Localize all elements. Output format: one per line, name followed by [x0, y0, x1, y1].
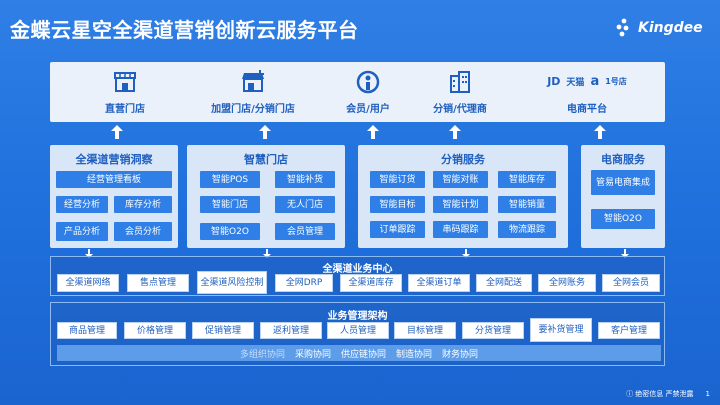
collaboration-bar: 多组织协同 采购协同 供应链协同 制造协同 财务协同 [57, 345, 661, 361]
chip-target-management[interactable]: 目标管理 [394, 322, 456, 339]
chip-smart-replenish[interactable]: 智能补货 [275, 171, 335, 188]
channel-label: 会员/用户 [346, 103, 390, 115]
chip-ecom-smart-o2o[interactable]: 智能O2O [591, 209, 655, 229]
member-icon [356, 70, 380, 93]
collab-multi-org: 多组织协同 [239, 349, 285, 360]
chip-member-management[interactable]: 会员管理 [275, 223, 335, 240]
chip-outlet-management[interactable]: 售点管理 [127, 274, 189, 292]
up-arrow-icon [449, 125, 461, 139]
chip-dashboard[interactable]: 经营管理看板 [56, 171, 172, 188]
channel-bar: 直营门店 加盟门店/分销门店 会员/用户 分销/代理商 [50, 62, 665, 122]
chip-smart-reconcile[interactable]: 智能对账 [433, 171, 488, 188]
channel-ecommerce: JD 天猫 a 1号店 电商平台 [532, 62, 642, 122]
chip-network-delivery[interactable]: 全网配送 [476, 274, 532, 292]
chip-omni-network[interactable]: 全渠道网络 [57, 274, 119, 292]
chip-product-management[interactable]: 商品管理 [57, 322, 117, 339]
module-smart-store: 智慧门店 智能POS 智能补货 智能门店 无人门店 智能O2O 会员管理 [187, 145, 345, 248]
module-insight: 全渠道营销洞察 经营管理看板 经营分析 库存分析 产品分析 会员分析 [50, 145, 178, 248]
logo-text: Kingdee [638, 20, 703, 36]
chip-rebate-management[interactable]: 返利管理 [260, 322, 322, 339]
channel-label: 分销/代理商 [433, 103, 487, 115]
down-arrow-icon [621, 249, 629, 258]
up-arrow-icon [111, 125, 123, 139]
channel-member: 会员/用户 [313, 62, 423, 122]
confidential-notice: ⓘ 绝密信息 严禁泄露 [626, 390, 694, 398]
chip-omni-inventory[interactable]: 全渠道库存 [340, 274, 402, 292]
chip-price-management[interactable]: 价格管理 [124, 322, 186, 339]
chip-smart-sales[interactable]: 智能销量 [498, 196, 556, 213]
chip-network-member[interactable]: 全网会员 [602, 274, 660, 292]
channel-direct-store: 直营门店 [70, 62, 180, 122]
page-number: 1 [705, 390, 710, 398]
chip-serial-tracking[interactable]: 串码跟踪 [433, 221, 488, 238]
chip-guanyi-integration[interactable]: 管易电商集成 [591, 170, 655, 195]
chip-staff-management[interactable]: 人员管理 [327, 322, 389, 339]
chip-network-drp[interactable]: 全网DRP [275, 274, 333, 292]
channel-distributor: 分销/代理商 [405, 62, 515, 122]
collab-supply-chain: 供应链协同 [340, 349, 386, 360]
module-ecommerce: 电商服务 管易电商集成 智能O2O [581, 145, 665, 248]
up-arrow-icon [259, 125, 271, 139]
chip-network-accounts[interactable]: 全网账务 [538, 274, 596, 292]
down-arrow-icon [263, 249, 271, 258]
yhd-logo: 1号店 [605, 77, 627, 86]
collab-manufacturing: 制造协同 [396, 349, 433, 360]
chip-omni-order[interactable]: 全渠道订单 [408, 274, 470, 292]
building-icon [450, 70, 470, 93]
chip-logistics-tracking[interactable]: 物流跟踪 [498, 221, 556, 238]
chip-allocation-management[interactable]: 分货管理 [462, 322, 524, 339]
kingdee-dots-icon [616, 18, 629, 37]
collab-purchase: 采购协同 [294, 349, 331, 360]
down-arrow-icon [462, 249, 470, 258]
jd-logo: JD [547, 75, 561, 88]
chip-risk-control[interactable]: 全渠道风险控制 [197, 271, 267, 294]
channel-franchise-store: 加盟门店/分销门店 [198, 62, 308, 122]
tmall-logo: 天猫 [566, 78, 585, 88]
channel-label: 直营门店 [105, 103, 145, 115]
up-arrow-icon [594, 125, 606, 139]
chip-smart-store[interactable]: 智能门店 [200, 196, 260, 213]
chip-smart-pos[interactable]: 智能POS [200, 171, 260, 188]
franchise-store-icon [242, 69, 264, 92]
ecommerce-logos-icon: JD 天猫 a 1号店 [547, 70, 627, 94]
chip-smart-o2o[interactable]: 智能O2O [200, 223, 260, 240]
chip-smart-ordering[interactable]: 智能订货 [370, 171, 425, 188]
collab-finance: 财务协同 [442, 349, 479, 360]
chip-smart-plan[interactable]: 智能计划 [433, 196, 488, 213]
chip-order-tracking[interactable]: 订单跟踪 [370, 221, 425, 238]
chip-customer-management[interactable]: 客户管理 [598, 322, 660, 339]
up-arrow-icon [367, 125, 379, 139]
module-title: 电商服务 [601, 153, 645, 166]
page-title: 金蝶云星空全渠道营销创新云服务平台 [10, 18, 359, 42]
module-title: 全渠道营销洞察 [75, 153, 153, 166]
chip-replenish-management[interactable]: 要补货管理 [530, 318, 592, 342]
chip-business-analysis[interactable]: 经营分析 [56, 196, 108, 213]
chip-unmanned-store[interactable]: 无人门店 [275, 196, 335, 213]
amazon-logo: a [590, 74, 600, 89]
module-title: 分销服务 [441, 153, 485, 166]
chip-product-analysis[interactable]: 产品分析 [56, 222, 108, 241]
channel-label: 电商平台 [567, 103, 607, 115]
chip-member-analysis[interactable]: 会员分析 [114, 222, 172, 241]
down-arrow-icon [85, 249, 93, 258]
module-title: 智慧门店 [244, 153, 288, 166]
chip-inventory-analysis[interactable]: 库存分析 [114, 196, 172, 213]
kingdee-logo: Kingdee [614, 17, 714, 39]
chip-smart-inventory[interactable]: 智能库存 [498, 171, 556, 188]
channel-label: 加盟门店/分销门店 [211, 103, 295, 115]
chip-smart-target[interactable]: 智能目标 [370, 196, 425, 213]
layer-title: 全渠道业务中心 [322, 264, 393, 275]
chip-promotion-management[interactable]: 促销管理 [192, 322, 254, 339]
store-icon [114, 71, 136, 92]
footer: ⓘ 绝密信息 严禁泄露 1 [626, 389, 710, 399]
module-distribution: 分销服务 智能订货 智能对账 智能库存 智能目标 智能计划 智能销量 订单跟踪 … [358, 145, 568, 248]
layer-title: 业务管理架构 [327, 311, 388, 322]
